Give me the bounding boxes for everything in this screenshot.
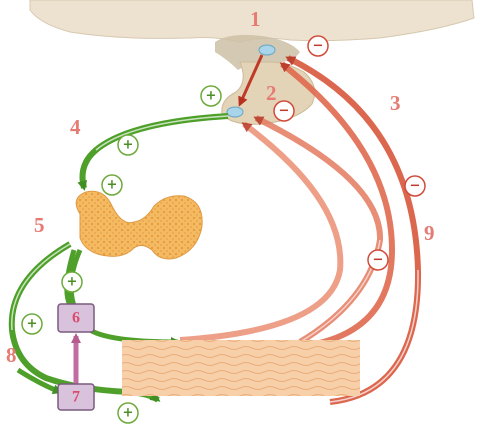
plus-sign-box-upper: + — [62, 272, 82, 292]
label-5: 5 — [34, 213, 45, 237]
minus-sign-feedback-inner: − — [368, 250, 388, 270]
box-lower-label: 7 — [72, 389, 80, 406]
label-9: 9 — [424, 221, 435, 245]
box-upper-label: 6 — [72, 310, 80, 327]
label-2: 2 — [266, 81, 277, 105]
svg-text:+: + — [123, 406, 134, 421]
feedback-arrow-to-pituitary-inner — [180, 124, 340, 340]
plus-sign-peripheral: + — [22, 314, 42, 334]
minus-sign-pituitary: − — [274, 101, 294, 121]
svg-text:−: − — [279, 104, 290, 119]
svg-text:+: + — [67, 275, 78, 290]
plus-sign-thyroid: + — [102, 175, 122, 195]
svg-text:+: + — [206, 89, 217, 104]
svg-text:−: − — [373, 253, 384, 268]
tsh-arrow — [83, 116, 229, 188]
minus-sign-hypothalamus: − — [308, 36, 328, 56]
svg-text:+: + — [107, 178, 118, 193]
plus-sign-tsh: + — [118, 135, 138, 155]
target-tissue — [122, 340, 360, 396]
plus-sign-bottom: + — [118, 403, 138, 423]
svg-text:+: + — [123, 138, 134, 153]
label-3: 3 — [390, 91, 401, 115]
minus-sign-feedback-outer: − — [405, 176, 425, 196]
label-8: 8 — [6, 343, 17, 367]
thyroid-gland — [76, 191, 202, 259]
label-1: 1 — [250, 7, 261, 31]
plus-sign-pituitary: + — [201, 86, 221, 106]
svg-text:+: + — [27, 317, 38, 332]
svg-text:−: − — [313, 39, 324, 54]
label-4: 4 — [70, 115, 81, 139]
hypothalamus-node — [259, 45, 275, 55]
box-lower: 7 — [58, 384, 94, 410]
box-upper: 6 — [58, 304, 94, 332]
svg-text:−: − — [410, 179, 421, 194]
pituitary-node — [227, 107, 243, 117]
